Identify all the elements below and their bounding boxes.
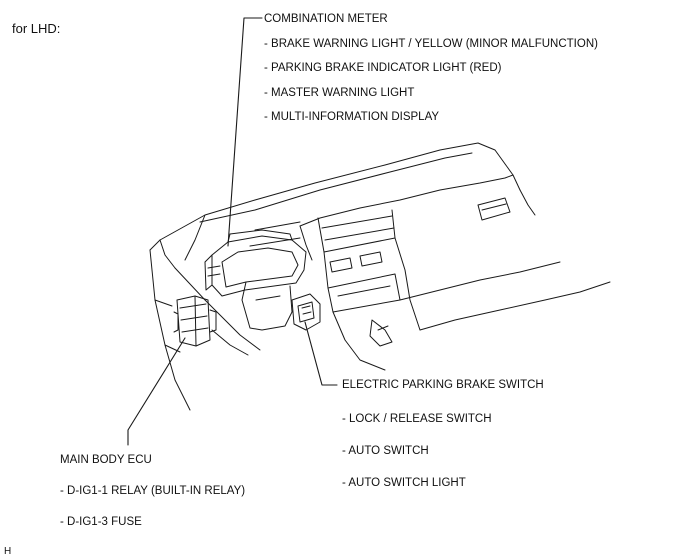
combination-meter-item: - BRAKE WARNING LIGHT / YELLOW (MINOR MA… [264, 38, 598, 50]
figure-code: H [4, 546, 12, 557]
epb-switch-item: - AUTO SWITCH [342, 445, 429, 457]
leader-lines [127, 17, 338, 446]
variant-label: for LHD: [12, 21, 61, 36]
combination-meter-item: - MASTER WARNING LIGHT [264, 87, 415, 99]
combination-meter-item: - PARKING BRAKE INDICATOR LIGHT (RED) [264, 62, 502, 74]
main-body-ecu-shape [173, 295, 217, 347]
epb-switch-item: - LOCK / RELEASE SWITCH [342, 413, 492, 425]
main-body-ecu-item: - D-IG1-1 RELAY (BUILT-IN RELAY) [60, 485, 246, 497]
epb-switch-title: ELECTRIC PARKING BRAKE SWITCH [342, 379, 544, 391]
combination-meter-item: - MULTI-INFORMATION DISPLAY [264, 111, 440, 123]
epb-switch-shape [291, 293, 321, 331]
dashboard-outline [149, 142, 611, 411]
main-body-ecu-item: - D-IG1-3 FUSE [60, 516, 142, 528]
main-body-ecu-title: MAIN BODY ECU [60, 454, 152, 466]
combination-meter-shape [204, 229, 307, 331]
epb-switch-item: - AUTO SWITCH LIGHT [342, 477, 466, 489]
combination-meter-title: COMBINATION METER [264, 13, 388, 25]
